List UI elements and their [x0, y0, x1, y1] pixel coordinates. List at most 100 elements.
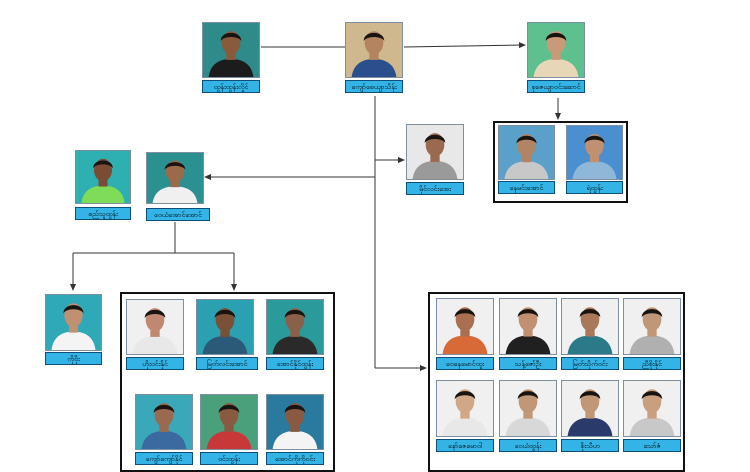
portrait-photo — [527, 22, 585, 78]
name-label: မြတ်သိုက်ဝင်း — [561, 357, 619, 370]
shirt-shape — [442, 417, 488, 436]
hair-shape — [220, 32, 242, 41]
name-label: ကိုဝိုး — [45, 352, 102, 365]
hair-shape — [63, 305, 84, 314]
portrait-silhouette — [202, 308, 248, 354]
portrait-silhouette — [567, 307, 613, 354]
shirt-shape — [272, 336, 318, 354]
portrait-photo — [126, 299, 184, 355]
portrait-photo — [266, 394, 324, 450]
shirt-shape — [412, 161, 458, 179]
name-label: ကျော်စေယျာသိန်း — [345, 80, 403, 93]
hair-shape — [579, 309, 601, 318]
group-box-top-right — [493, 121, 628, 203]
portrait-photo — [498, 125, 555, 180]
portrait-silhouette — [412, 133, 458, 179]
name-label: ထွန်းထွန်းလှိုင် — [202, 80, 260, 93]
hair-shape — [164, 162, 186, 170]
portrait-photo — [266, 299, 324, 355]
neck-shape — [98, 178, 108, 187]
portrait-silhouette — [208, 31, 254, 77]
neck-shape — [551, 51, 561, 60]
portrait-silhouette — [504, 133, 549, 179]
name-label: ဟိုးဝင်းနိုင် — [126, 357, 184, 370]
neck-shape — [585, 410, 595, 419]
shirt-shape — [629, 335, 675, 354]
neck-shape — [460, 328, 470, 337]
name-label: နေမင်းအောင် — [498, 181, 555, 194]
name-label: ညီစိုးနိုင် — [623, 357, 681, 370]
hair-shape — [584, 135, 605, 144]
neck-shape — [647, 328, 657, 337]
portrait-photo — [561, 380, 619, 437]
hair-shape — [454, 309, 476, 318]
neck-shape — [226, 51, 236, 60]
portrait-photo — [406, 124, 464, 180]
name-label: ကျော်ကျော်နိုင် — [135, 452, 193, 465]
shirt-shape — [351, 59, 397, 77]
portrait-silhouette — [533, 31, 579, 77]
neck-shape — [220, 328, 230, 337]
shirt-shape — [442, 335, 488, 354]
shirt-shape — [505, 417, 551, 436]
hair-shape — [545, 32, 567, 41]
shirt-shape — [81, 185, 125, 203]
shirt-shape — [629, 417, 675, 436]
hair-shape — [93, 160, 113, 169]
hair-shape — [641, 309, 663, 318]
neck-shape — [224, 423, 234, 432]
portrait-photo — [196, 299, 254, 355]
hair-shape — [424, 134, 446, 143]
neck-shape — [523, 328, 533, 337]
shirt-shape — [141, 431, 187, 449]
hair-shape — [579, 391, 601, 400]
name-label: ဝေယံအောင်အောင် — [146, 208, 210, 221]
neck-shape — [68, 324, 79, 333]
portrait-silhouette — [351, 31, 397, 77]
neck-shape — [585, 328, 595, 337]
shirt-shape — [504, 161, 549, 179]
shirt-shape — [202, 336, 248, 354]
neck-shape — [430, 153, 440, 162]
neck-shape — [170, 179, 180, 188]
portrait-photo — [561, 298, 619, 355]
portrait-silhouette — [572, 133, 617, 179]
name-label: ဝေနေမောင်ထူး — [436, 357, 494, 370]
shirt-shape — [567, 335, 613, 354]
portrait-photo — [200, 394, 258, 450]
hair-shape — [517, 391, 539, 400]
name-label: မိုင်လင်းအေး — [406, 182, 464, 195]
neck-shape — [523, 410, 533, 419]
shirt-shape — [206, 431, 252, 449]
name-label: သန့်ဇော်ဦး — [499, 357, 557, 370]
shirt-shape — [572, 161, 617, 179]
portrait-silhouette — [51, 303, 96, 350]
connector-lines — [70, 42, 561, 371]
portrait-photo — [436, 298, 494, 355]
portrait-silhouette — [132, 308, 178, 354]
portrait-silhouette — [442, 389, 488, 436]
portrait-photo — [75, 150, 131, 204]
hair-shape — [516, 135, 537, 144]
name-label: မြတ်လင်းအောင် — [196, 357, 258, 370]
neck-shape — [159, 423, 169, 432]
portrait-photo — [499, 380, 557, 437]
neck-shape — [589, 154, 600, 163]
neck-shape — [521, 154, 532, 163]
shirt-shape — [533, 59, 579, 77]
portrait-photo — [436, 380, 494, 437]
neck-shape — [460, 410, 470, 419]
portrait-silhouette — [505, 307, 551, 354]
shirt-shape — [132, 336, 178, 354]
shirt-shape — [51, 331, 96, 350]
portrait-silhouette — [81, 158, 125, 203]
hair-shape — [454, 391, 476, 400]
shirt-shape — [567, 417, 613, 436]
portrait-silhouette — [152, 160, 198, 203]
name-label: အောင်နိုင်ထွန်း — [266, 357, 324, 370]
portrait-photo — [135, 394, 193, 450]
name-label: ဝင်းထွန်း — [200, 452, 258, 465]
edge-n2-n3 — [403, 42, 526, 49]
name-label: ဝေယံထွန်း — [499, 439, 557, 452]
neck-shape — [647, 410, 657, 419]
